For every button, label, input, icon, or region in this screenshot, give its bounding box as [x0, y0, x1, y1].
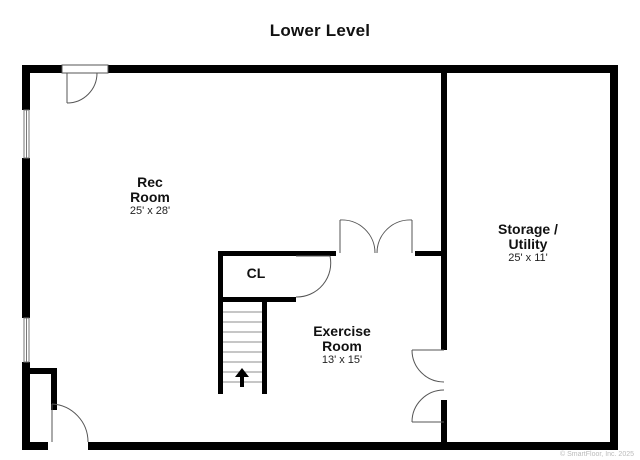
rec-room-name-line1: Rec	[137, 174, 163, 190]
storage-door-upper-swing	[411, 349, 445, 383]
page-title: Lower Level	[269, 21, 371, 40]
windows	[23, 109, 30, 363]
double-door-right-swing	[376, 219, 413, 254]
exterior-walls	[22, 65, 618, 450]
storage-room-name-line2: Utility	[508, 236, 548, 252]
double-door-left-swing	[339, 219, 376, 254]
bottom-wall	[88, 442, 618, 450]
storage-divider-wall-lower	[441, 400, 447, 442]
stair-right-wall	[262, 297, 267, 394]
closet-door-swing	[295, 255, 332, 298]
closet-left-wall	[218, 251, 223, 394]
stairs	[223, 311, 262, 383]
closet-name: CL	[246, 265, 266, 281]
left-wall-top	[22, 65, 30, 110]
exercise-room-dimensions: 13' x 15'	[321, 354, 363, 366]
left-wall-mid	[22, 158, 30, 318]
rec-room-name-line2: Room	[130, 189, 170, 205]
closet-top-wall	[218, 251, 336, 256]
stair-up-arrow-icon	[235, 368, 249, 387]
doors	[51, 64, 445, 443]
entry-door-swing	[66, 72, 98, 104]
exercise-room-name-line1: Exercise	[313, 323, 371, 339]
entry-door-jamb	[61, 64, 109, 74]
left-wall-bottom	[22, 362, 30, 450]
storage-door-lower-swing	[411, 389, 445, 423]
rec-room-dimensions: 25' x 28'	[129, 205, 171, 217]
storage-room-name-line1: Storage /	[498, 221, 558, 237]
exercise-room-name-line2: Room	[322, 338, 362, 354]
entry-notch-top	[22, 368, 57, 374]
copyright-watermark: © SmartFloor, Inc. 2025	[559, 451, 634, 458]
top-wall-left	[22, 65, 62, 73]
top-wall-right	[108, 65, 618, 73]
storage-divider-wall-upper	[441, 73, 447, 253]
interior-walls	[218, 73, 447, 442]
bottom-wall-left	[22, 442, 48, 450]
right-wall	[610, 65, 618, 450]
exercise-top-wall-right	[415, 251, 443, 256]
closet-bottom-wall	[218, 297, 296, 302]
entry-notch-side	[51, 368, 57, 410]
bottom-door-swing	[51, 403, 89, 443]
storage-room-dimensions: 25' x 11'	[508, 252, 548, 264]
storage-divider-wall-mid	[441, 253, 447, 350]
